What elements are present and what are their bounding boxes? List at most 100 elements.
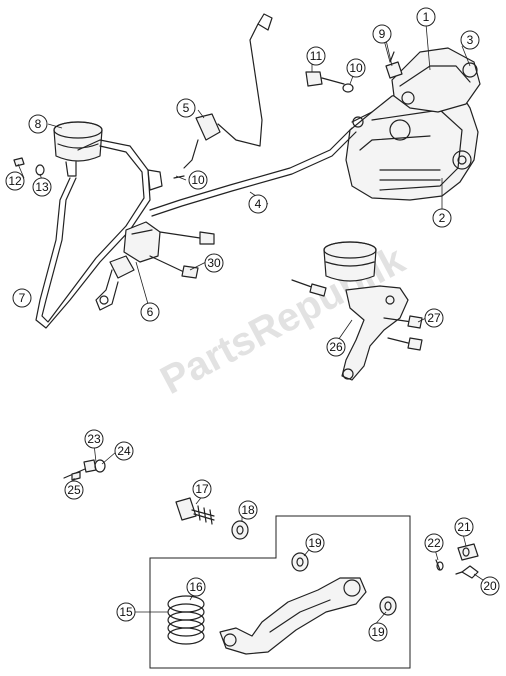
reservoir-washer — [35, 164, 45, 176]
callout-number: 20 — [483, 579, 497, 593]
master-cylinder — [95, 169, 163, 311]
callout-number: 12 — [8, 174, 22, 188]
callout-circle — [248, 194, 268, 214]
callout-19: 19 — [368, 622, 388, 642]
callout-number: 10 — [349, 61, 363, 75]
callout-number: 2 — [439, 211, 446, 225]
pivot-bolt — [175, 497, 215, 525]
callout-11: 11 — [306, 46, 326, 66]
caliper-hose-fitting — [351, 111, 373, 128]
callout-19: 19 — [305, 533, 325, 553]
callout-25: 25 — [64, 480, 84, 500]
callout-number: 13 — [35, 180, 49, 194]
callout-18: 18 — [238, 500, 258, 520]
brake-pedal — [219, 577, 367, 655]
pedal-bushings — [291, 552, 397, 616]
callout-circle — [424, 308, 444, 328]
callout-15: 15 — [116, 602, 136, 622]
callout-4: 4 — [248, 194, 268, 214]
callout-10: 10 — [188, 170, 208, 190]
callout-23: 23 — [84, 429, 104, 449]
callout-16: 16 — [186, 577, 206, 597]
master-cylinder-bolts — [149, 231, 215, 279]
callout-number: 3 — [467, 33, 474, 47]
callout-circle — [454, 517, 474, 537]
reservoir-hose — [35, 139, 151, 329]
callout-5: 5 — [176, 98, 196, 118]
callout-21: 21 — [454, 517, 474, 537]
brake-line — [149, 127, 357, 217]
callout-9: 9 — [372, 24, 392, 44]
callout-circle — [368, 622, 388, 642]
callout-12: 12 — [5, 171, 25, 191]
callout-circle — [305, 533, 325, 553]
callout-7: 7 — [12, 288, 32, 308]
bracket-bolts — [383, 315, 423, 351]
callout-number: 21 — [457, 520, 471, 534]
callout-circle — [480, 576, 500, 596]
callout-number: 1 — [423, 10, 430, 24]
callout-26: 26 — [326, 337, 346, 357]
callout-circle — [416, 7, 436, 27]
callout-circle — [460, 30, 480, 50]
callout-circle — [186, 577, 206, 597]
callout-27: 27 — [424, 308, 444, 328]
pin-assembly — [63, 459, 106, 481]
callout-circle — [306, 46, 326, 66]
caliper-bracket — [391, 47, 481, 113]
callout-number: 15 — [119, 605, 133, 619]
callout-number: 30 — [207, 256, 221, 270]
callout-circle — [176, 98, 196, 118]
callout-circle — [424, 533, 444, 553]
rear-reservoir — [323, 241, 377, 282]
brake-caliper — [345, 87, 479, 201]
return-spring — [167, 595, 205, 645]
callout-number: 7 — [19, 291, 26, 305]
banjo-bolt-caliper — [305, 71, 345, 87]
callout-circle — [116, 602, 136, 622]
callout-30: 30 — [204, 253, 224, 273]
callout-circle — [84, 429, 104, 449]
callout-8: 8 — [28, 114, 48, 134]
callout-number: 8 — [35, 117, 42, 131]
callout-number: 6 — [147, 305, 154, 319]
callout-3: 3 — [460, 30, 480, 50]
callout-number: 19 — [371, 625, 385, 639]
callout-number: 25 — [67, 483, 81, 497]
callout-circle — [12, 288, 32, 308]
callout-2: 2 — [432, 208, 452, 228]
clevis-pin — [457, 543, 479, 561]
callout-circle — [5, 171, 25, 191]
callout-circle — [346, 58, 366, 78]
callout-number: 18 — [241, 503, 255, 517]
callout-circle — [238, 500, 258, 520]
callout-number: 27 — [427, 311, 441, 325]
callout-circle — [140, 302, 160, 322]
assembly-frame — [149, 515, 411, 669]
callout-13: 13 — [32, 177, 52, 197]
callout-circle — [192, 479, 212, 499]
callout-circle — [64, 480, 84, 500]
callout-number: 5 — [183, 101, 190, 115]
callout-number: 26 — [329, 340, 343, 354]
callout-circle — [114, 441, 134, 461]
callout-number: 10 — [191, 173, 205, 187]
reservoir-screw — [13, 157, 25, 167]
footrest-bracket — [341, 285, 409, 381]
callout-number: 17 — [195, 482, 209, 496]
callout-circle — [372, 24, 392, 44]
callout-circle — [32, 177, 52, 197]
bushing — [231, 520, 249, 540]
sealing-ring-caliper — [342, 83, 354, 93]
callout-24: 24 — [114, 441, 134, 461]
callout-number: 24 — [117, 444, 131, 458]
callout-1: 1 — [416, 7, 436, 27]
callout-number: 9 — [379, 27, 386, 41]
callout-number: 19 — [308, 536, 322, 550]
callout-number: 22 — [427, 536, 441, 550]
cotter-pin — [435, 559, 444, 571]
callout-number: 4 — [255, 197, 262, 211]
